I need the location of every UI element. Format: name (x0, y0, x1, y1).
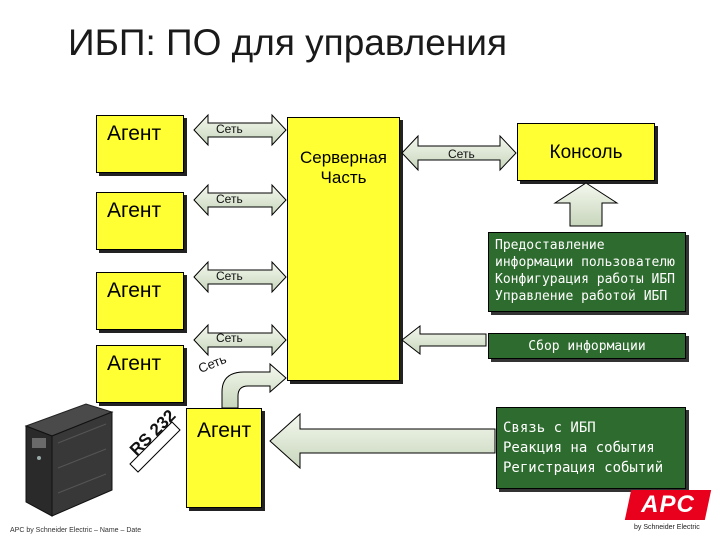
info-line: Конфигурация работы ИБП (495, 272, 676, 287)
double-arrow-1 (193, 113, 287, 147)
collect-label: Сбор информации (528, 339, 646, 354)
double-arrow-2 (193, 183, 287, 217)
console-label: Консоль (549, 142, 623, 163)
agent-box-1: Агент (96, 115, 184, 173)
apc-logo-text: APC (641, 491, 695, 518)
server-box: Серверная Часть (287, 117, 400, 381)
left-arrow-collect (401, 324, 487, 356)
network-label: Сеть (216, 122, 243, 136)
schneider-logo-text: by Schneider Electric (634, 524, 700, 531)
info-line: Управление работой ИБП (495, 289, 668, 304)
double-arrow-console (401, 134, 517, 172)
up-arrow (553, 182, 619, 227)
double-arrow-4 (193, 323, 287, 357)
network-label: Сеть (216, 269, 243, 283)
agent-label: Агент (107, 352, 162, 375)
network-label: Сеть (448, 147, 475, 161)
network-label: Сеть (216, 331, 243, 345)
agent-box-3: Агент (96, 272, 184, 330)
footer-text: APC by Schneider Electric – Name – Date (10, 527, 142, 534)
page-title: ИБП: ПО для управления (68, 22, 507, 63)
info-line: информации пользователю (495, 255, 676, 270)
agent-label: Агент (107, 122, 162, 145)
lower-agent-label: Агент (197, 419, 252, 442)
lower-agent-box: Агент (186, 408, 262, 508)
ups-box: Связь с ИБП Реакция на события Регистрац… (496, 407, 686, 489)
console-box: Консоль (517, 123, 655, 181)
agent-label: Агент (107, 199, 162, 222)
ups-line: Регистрация событий (503, 460, 664, 476)
agent-label: Агент (107, 279, 162, 302)
server-label: Серверная Часть (300, 148, 387, 187)
apc-logo: APC (624, 490, 712, 520)
ups-device-image (24, 403, 114, 517)
ups-line: Связь с ИБП (503, 420, 596, 436)
double-arrow-3 (193, 260, 287, 294)
curved-arrow (221, 362, 287, 409)
agent-box-2: Агент (96, 192, 184, 250)
rs232-band (129, 421, 181, 473)
ups-line: Реакция на события (503, 440, 655, 456)
collect-box: Сбор информации (488, 333, 686, 359)
network-label: Сеть (216, 192, 243, 206)
info-box: Предоставление информации пользователю К… (488, 232, 686, 312)
info-line: Предоставление (495, 238, 605, 253)
left-arrow-ups (269, 412, 496, 470)
agent-box-4: Агент (96, 345, 184, 403)
